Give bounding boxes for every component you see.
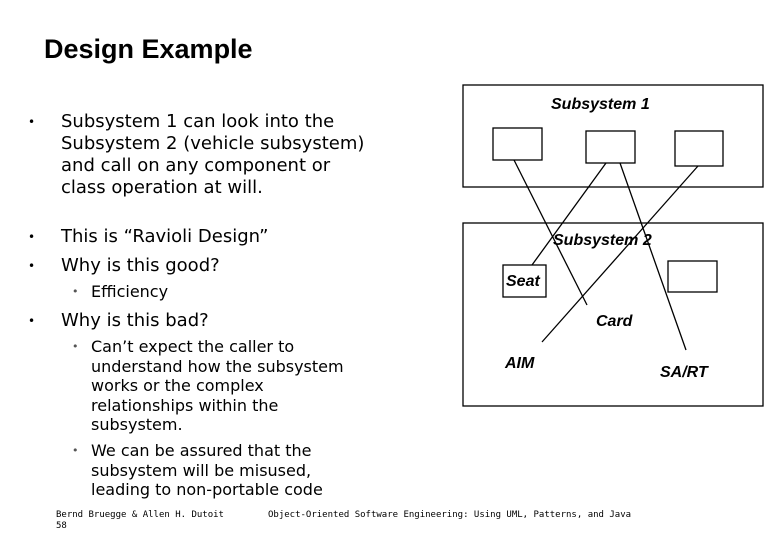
bullet-dot-icon: • — [28, 314, 36, 328]
subsystem1-box — [462, 84, 764, 188]
subsystem1-component-box — [492, 127, 543, 161]
subsystem2-label: Subsystem 2 — [553, 232, 652, 249]
subsystem1-component-box — [585, 130, 636, 164]
bullet-dot-icon: • — [28, 230, 36, 244]
aim-label: AIM — [504, 355, 535, 372]
bullet-text: Why is this bad? — [61, 310, 209, 331]
bullet-text: This is “Ravioli Design” — [61, 226, 269, 247]
subsystem2-component-box — [667, 260, 718, 293]
sub-bullet-text: Can’t expect the caller to understand ho… — [91, 337, 344, 434]
dependency-line — [619, 162, 687, 351]
sart-label: SA/RT — [660, 364, 709, 381]
bullet-text: Why is this good? — [61, 255, 220, 276]
dependency-line — [541, 165, 699, 343]
footer-authors: Bernd Bruegge & Allen H. Dutoit 58 — [56, 510, 224, 532]
card-label: Card — [596, 313, 634, 330]
dependency-line — [531, 162, 607, 266]
footer-author-text: Bernd Bruegge & Allen H. Dutoit — [56, 510, 224, 520]
seat-box — [502, 264, 547, 298]
subsystem1-label: Subsystem 1 — [551, 96, 650, 113]
bullet-dot-icon: • — [72, 340, 79, 353]
bullet-dot-icon: • — [72, 285, 79, 298]
bullet-dot-icon: • — [28, 115, 36, 129]
subsystem2-box — [462, 222, 764, 407]
dependency-line — [513, 159, 588, 306]
sub-bullet-text: Efficiency — [91, 282, 169, 301]
sub-bullet-text: We can be assured that the subsystem wil… — [91, 441, 323, 499]
slide-title: Design Example — [44, 34, 253, 64]
footer-course: Object-Oriented Software Engineering: Us… — [268, 510, 632, 520]
seat-label: Seat — [506, 273, 540, 290]
page-number: 58 — [56, 521, 67, 531]
subsystem1-component-box — [674, 130, 724, 167]
bullet-dot-icon: • — [28, 259, 36, 273]
bullet-text: Subsystem 1 can look into the Subsystem … — [61, 111, 365, 198]
bullet-dot-icon: • — [72, 444, 79, 457]
